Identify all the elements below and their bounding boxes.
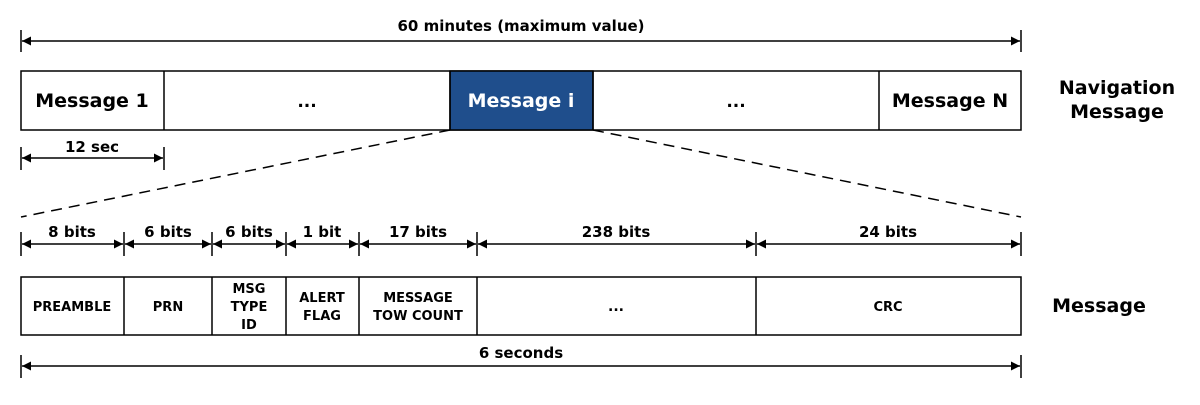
bottom-span-label: 6 seconds <box>479 344 563 362</box>
field-tow-count-line2: TOW COUNT <box>373 309 463 324</box>
nav-box-message-i <box>449 70 594 131</box>
field-data: ... <box>608 299 624 315</box>
navigation-message-row: Message 1 ... Message i ... Message N <box>20 70 1022 131</box>
navigation-message-label-line1: Navigation <box>1059 77 1175 99</box>
bit-width-label-alert-flag: 1 bit <box>303 223 342 241</box>
field-msg-type-id-line2: TYPE <box>231 300 268 315</box>
field-msg-type-id-line1: MSG <box>233 282 266 297</box>
bit-width-label-preamble: 8 bits <box>48 223 96 241</box>
message-duration-span: 12 sec <box>20 138 165 170</box>
top-span: 60 minutes (maximum value) <box>20 17 1022 52</box>
message-label: Message <box>1052 295 1146 317</box>
message-fields-row: PREAMBLE PRN MSG TYPE ID ALERT FLAG MESS… <box>20 276 1022 336</box>
nav-box-5-label: Message N <box>892 90 1008 112</box>
field-msg-type-id-line3: ID <box>241 318 257 333</box>
nav-box-2-label: ... <box>297 92 316 112</box>
nav-box-1-label: Message 1 <box>35 90 149 112</box>
bit-width-label-data: 238 bits <box>582 223 651 241</box>
message-duration-label: 12 sec <box>65 138 119 156</box>
bit-width-label-crc: 24 bits <box>859 223 917 241</box>
expansion-line-right <box>592 129 1022 218</box>
field-prn: PRN <box>153 300 183 315</box>
field-preamble: PREAMBLE <box>33 300 112 315</box>
bottom-span: 6 seconds <box>20 344 1022 378</box>
bit-width-label-prn: 6 bits <box>144 223 192 241</box>
nav-box-4-label: ... <box>726 92 745 112</box>
field-alert-flag-line1: ALERT <box>299 291 345 306</box>
bit-width-ruler: 8 bits 6 bits 6 bits 1 bit 17 bits 238 b… <box>20 223 1022 256</box>
field-crc: CRC <box>873 300 902 315</box>
bit-width-label-tow-count: 17 bits <box>389 223 447 241</box>
field-alert-flag-line2: FLAG <box>303 309 341 324</box>
field-tow-count-line1: MESSAGE <box>383 291 453 306</box>
expansion-line-left <box>20 129 451 218</box>
nav-box-3-label: Message i <box>468 90 575 112</box>
navigation-message-label-line2: Message <box>1070 101 1164 123</box>
top-span-label: 60 minutes (maximum value) <box>397 17 644 35</box>
bit-width-label-msg-type-id: 6 bits <box>225 223 273 241</box>
